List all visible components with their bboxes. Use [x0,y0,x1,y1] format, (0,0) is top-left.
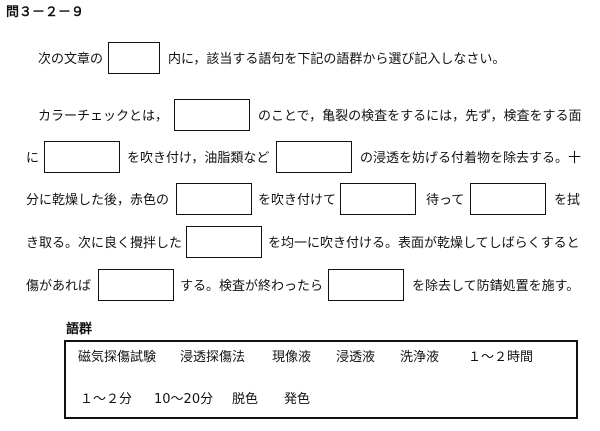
passage-line1-a: カラーチェックとは， [38,109,169,124]
passage-line3-b: を吹き付けて [258,193,337,208]
word-bank-item: 磁気探傷試験 [78,350,157,365]
passage-line1-b: のことで，亀裂の検査をするには，先ず，検査をする面 [258,109,582,124]
passage-line3-c: 待って [426,193,465,208]
passage-line5-c: を除去して防錆処置を施す。 [412,279,580,294]
passage-line2-c: の浸透を妨げる付着物を除去する。十 [360,151,582,166]
instruction-suffix: 内に，該当する語句を下記の語群から選び記入しなさい。 [168,52,506,67]
word-bank-item: １～２分 [80,392,133,407]
answer-blank-8[interactable] [98,269,174,301]
word-bank-item: 浸透探傷法 [180,350,246,365]
word-bank-item: 発色 [284,392,311,407]
passage-line4-a: き取る。次に良く攪拌した [26,236,183,251]
passage-line3-a: 分に乾燥した後，赤色の [26,193,170,208]
problem-number: 問３－２－９ [6,5,85,20]
passage-line5-a: 傷があれば [26,279,92,294]
word-bank-box [64,340,578,419]
answer-blank-5[interactable] [340,183,416,215]
passage-line5-b: する。検査が終わったら [180,279,324,294]
word-bank-item: 10～20分 [154,392,214,407]
passage-line2-a: に [26,151,40,166]
instruction-prefix: 次の文章の [38,52,104,67]
answer-blank-4[interactable] [176,183,252,215]
word-bank-item: 脱色 [232,392,259,407]
example-blank-box [108,42,160,74]
passage-line4-b: を均一に吹き付ける。表面が乾燥してしばらくすると [268,236,580,251]
answer-blank-1[interactable] [174,99,250,131]
answer-blank-9[interactable] [328,269,404,301]
answer-blank-3[interactable] [276,141,352,173]
answer-blank-6[interactable] [470,183,546,215]
word-bank-item: 浸透液 [336,350,376,365]
word-bank-item: 現像液 [272,350,312,365]
word-bank-item: １～２時間 [468,350,534,365]
answer-blank-7[interactable] [186,226,262,258]
passage-line3-d: を拭 [554,193,581,208]
answer-blank-2[interactable] [44,141,120,173]
word-bank-item: 洗浄液 [400,350,440,365]
word-bank-title: 語群 [66,322,93,337]
passage-line2-b: を吹き付け，油脂類など [127,151,270,166]
